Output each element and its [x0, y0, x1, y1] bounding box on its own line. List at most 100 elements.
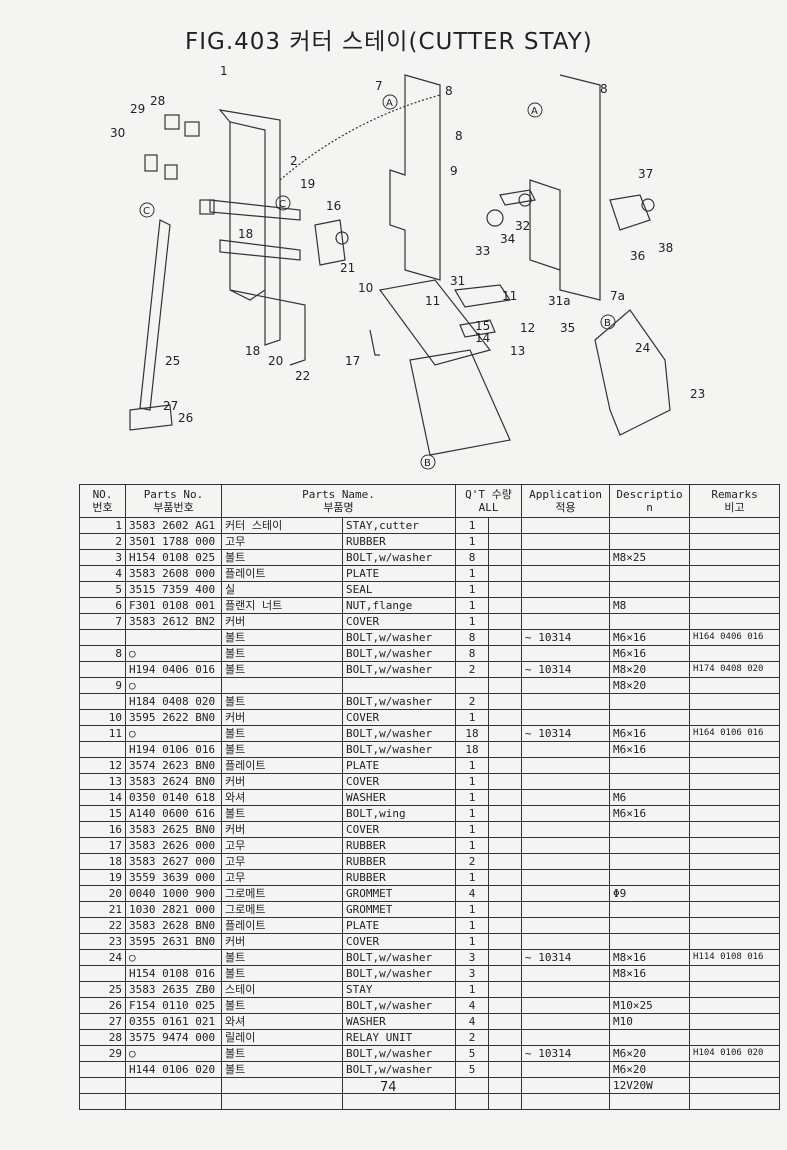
callout-23: 23 — [690, 387, 705, 401]
cell-quantity-extra — [488, 1061, 523, 1078]
cell-row-number: 2 — [79, 533, 126, 550]
cell-part-number: ○ — [125, 677, 222, 694]
cell-quantity: 2 — [455, 661, 490, 678]
cell-remarks — [689, 1029, 781, 1046]
cell-name-korean: 플레이트 — [221, 565, 343, 582]
cell-row-number — [79, 1061, 126, 1078]
callout-8b: 8 — [600, 82, 608, 96]
cell-description: M6×16 — [609, 645, 691, 662]
callout-12: 12 — [520, 321, 535, 335]
callout-13: 13 — [510, 344, 525, 358]
cell-remarks — [689, 613, 781, 630]
cell-quantity-extra — [488, 821, 523, 838]
cell-quantity-extra — [488, 533, 523, 550]
callout-1: 1 — [220, 64, 228, 78]
cell-quantity-extra — [488, 757, 523, 774]
cell-part-number: 3595 2631 BN0 — [125, 933, 222, 950]
cell-part-number — [125, 1093, 222, 1110]
cell-quantity-extra — [488, 613, 523, 630]
cell-description — [609, 981, 691, 998]
cell-description: M6×16 — [609, 629, 691, 646]
cell-quantity-extra — [488, 581, 523, 598]
cell-name-korean: 커터 스테이 — [221, 517, 343, 534]
cell-name-english: BOLT,w/washer — [341, 741, 457, 758]
callout-29: 29 — [130, 102, 145, 116]
cell-part-number: ○ — [125, 949, 222, 966]
cell-remarks — [689, 597, 781, 614]
cell-row-number: 21 — [79, 901, 126, 918]
cell-row-number — [79, 965, 126, 982]
ref-C-1: C — [143, 206, 150, 217]
cell-quantity: 8 — [455, 629, 490, 646]
cell-name-korean — [221, 677, 343, 694]
callout-38: 38 — [658, 241, 673, 255]
cell-part-number: ○ — [125, 1045, 222, 1062]
cell-row-number: 8 — [79, 645, 126, 662]
cell-application: ~ 10314 — [521, 949, 611, 966]
cell-remarks — [689, 565, 781, 582]
cell-remarks — [689, 821, 781, 838]
cell-part-number: F154 0110 025 — [125, 997, 222, 1014]
cell-name-korean: 볼트 — [221, 965, 343, 982]
cell-description — [609, 693, 691, 710]
cell-name-english: WASHER — [341, 789, 457, 806]
callout-35: 35 — [560, 321, 575, 335]
cell-part-number: 0040 1000 900 — [125, 885, 222, 902]
cell-remarks — [689, 1061, 781, 1078]
cell-quantity-extra — [488, 997, 523, 1014]
cell-quantity-extra — [488, 885, 523, 902]
callout-37: 37 — [638, 167, 653, 181]
cell-quantity: 1 — [455, 757, 490, 774]
cell-quantity-extra — [488, 597, 523, 614]
cell-remarks — [689, 741, 781, 758]
cell-row-number: 15 — [79, 805, 126, 822]
cell-remarks — [689, 901, 781, 918]
page-number: 74 — [380, 1080, 397, 1095]
cell-quantity: 8 — [455, 549, 490, 566]
cell-quantity: 1 — [455, 981, 490, 998]
table-row: 12V20W — [79, 1077, 781, 1094]
cell-part-number: H154 0108 016 — [125, 965, 222, 982]
cell-name-korean: 볼트 — [221, 1045, 343, 1062]
cell-application — [521, 517, 611, 534]
cell-name-korean — [221, 1093, 343, 1110]
cell-name-korean: 플랜지 너트 — [221, 597, 343, 614]
cell-remarks — [689, 837, 781, 854]
exploded-parts-diagram: 1 2 7 7a 8 8 8 9 10 11 11 12 13 14 15 16… — [110, 64, 705, 470]
cell-name-english: GROMMET — [341, 885, 457, 902]
cell-name-english: BOLT,w/washer — [341, 549, 457, 566]
cell-remarks — [689, 773, 781, 790]
cell-name-english: RUBBER — [341, 853, 457, 870]
cell-name-korean: 커버 — [221, 773, 343, 790]
callout-36: 36 — [630, 249, 645, 263]
cell-quantity-extra — [488, 1029, 523, 1046]
cell-application — [521, 1077, 611, 1094]
cell-name-english: BOLT,w/washer — [341, 645, 457, 662]
cell-application — [521, 597, 611, 614]
cell-application — [521, 805, 611, 822]
cell-application — [521, 709, 611, 726]
callout-10: 10 — [358, 281, 373, 295]
cell-remarks — [689, 997, 781, 1014]
callout-33: 33 — [475, 244, 490, 258]
cell-name-english — [341, 677, 457, 694]
cell-name-english: PLATE — [341, 757, 457, 774]
cell-row-number: 23 — [79, 933, 126, 950]
cell-row-number — [79, 693, 126, 710]
cell-quantity: 2 — [455, 853, 490, 870]
cell-part-number: 1030 2821 000 — [125, 901, 222, 918]
cell-name-korean: 볼트 — [221, 645, 343, 662]
cell-remarks — [689, 981, 781, 998]
